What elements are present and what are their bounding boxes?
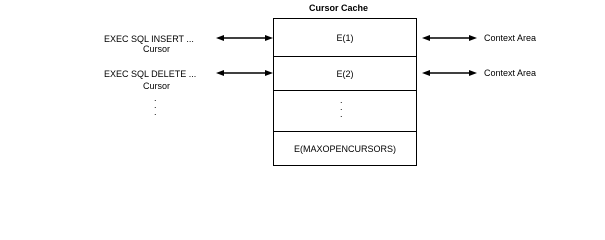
cache-divider (274, 56, 416, 57)
arrow-insert-to-e1 (216, 35, 273, 41)
context-area-label-1: Context Area (484, 33, 537, 43)
left-ellipsis: . . . (154, 93, 157, 117)
cache-ellipsis: . . . (340, 95, 343, 119)
arrow-delete-to-e2 (216, 70, 273, 76)
cache-entry-max: E(MAXOPENCURSORS) (293, 143, 396, 154)
cursor-cache-box: E(1) E(2) . . . E(MAXOPENCURSORS) (273, 18, 417, 166)
cache-divider (274, 90, 416, 91)
arrow-e2-to-context (422, 70, 477, 76)
cache-entry-2: E(2) (336, 68, 354, 79)
context-area-label-2: Context Area (484, 68, 537, 78)
cursor-cache-title: Cursor Cache (309, 3, 369, 13)
exec-sql-insert-label: EXEC SQL INSERT ... (104, 34, 194, 44)
insert-cursor-label: Cursor (143, 44, 171, 54)
cache-divider (274, 131, 416, 132)
arrow-e1-to-context (422, 35, 477, 41)
cache-entry-1: E(1) (336, 32, 354, 43)
arrows-layer (216, 35, 477, 76)
exec-sql-delete-label: EXEC SQL DELETE ... (104, 69, 197, 79)
delete-cursor-label: Cursor (143, 81, 171, 91)
